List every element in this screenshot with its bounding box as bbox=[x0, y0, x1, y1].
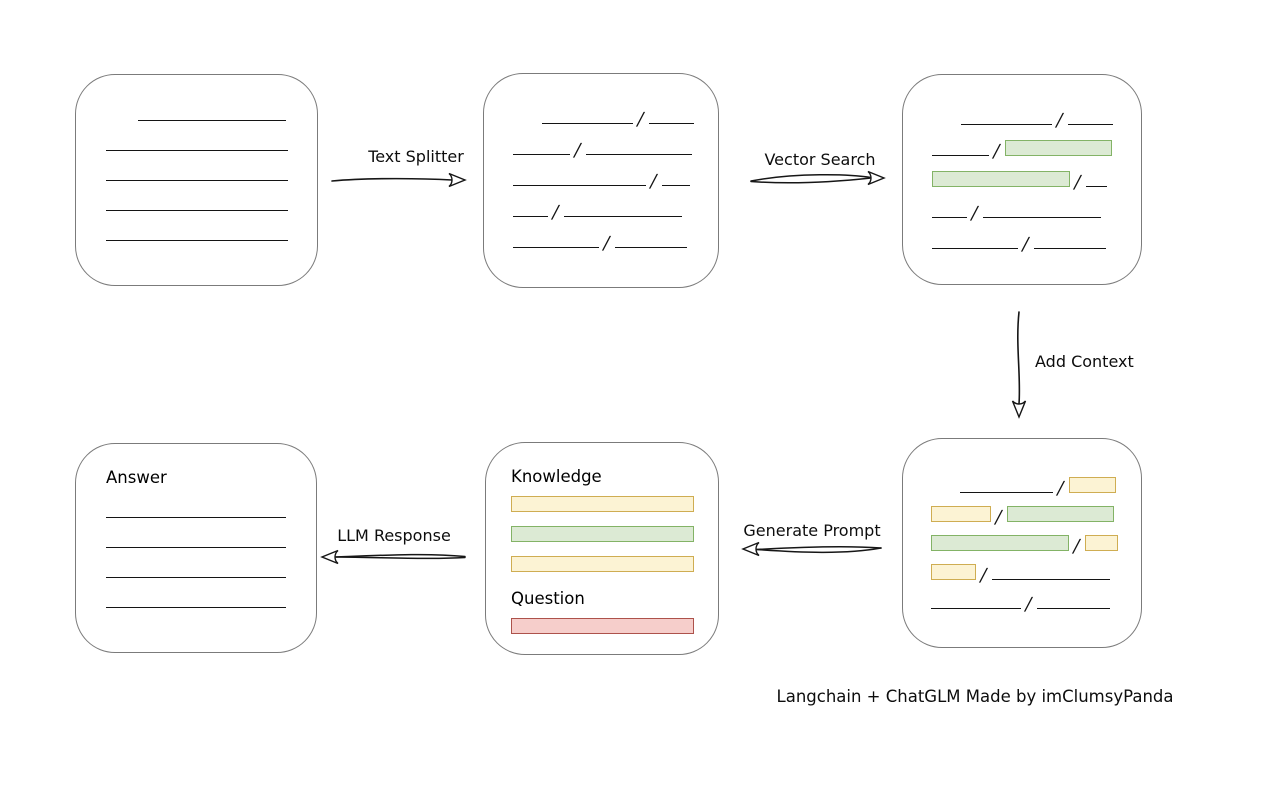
diagram-caption: Langchain + ChatGLM Made by imClumsyPand… bbox=[776, 687, 1174, 706]
text-line bbox=[615, 247, 688, 248]
text-line-row bbox=[106, 151, 317, 181]
text-line-row bbox=[106, 578, 316, 608]
text-line bbox=[106, 240, 288, 241]
chunk-row: / bbox=[513, 155, 718, 192]
slash-separator: / bbox=[1020, 234, 1031, 255]
text-line bbox=[513, 185, 646, 186]
text-line bbox=[106, 547, 286, 548]
text-line bbox=[992, 579, 1111, 580]
text-line bbox=[106, 517, 286, 518]
vector-search-label: Vector Search bbox=[764, 150, 876, 169]
generate-prompt-arrow bbox=[741, 541, 882, 557]
add-context-label: Add Context bbox=[1035, 352, 1134, 371]
chunk-row: / bbox=[931, 464, 1141, 499]
prompt-box-content: Knowledge Question bbox=[486, 443, 718, 634]
context-chunks-box: ///// bbox=[902, 438, 1142, 648]
yellow-highlight-chip bbox=[931, 564, 976, 580]
text-splitter-arrow bbox=[331, 172, 467, 188]
slash-separator: / bbox=[1023, 594, 1034, 615]
text-line bbox=[513, 154, 570, 155]
text-line bbox=[138, 120, 286, 121]
text-line bbox=[1034, 248, 1107, 249]
add-context-arrow bbox=[1011, 311, 1027, 419]
chunk-row: / bbox=[932, 187, 1141, 224]
vector-search-arrow bbox=[750, 170, 886, 186]
answer-box: Answer bbox=[75, 443, 317, 653]
text-line bbox=[513, 216, 548, 217]
chunk-row: / bbox=[931, 580, 1141, 615]
text-line bbox=[106, 210, 288, 211]
text-line-row bbox=[106, 91, 317, 121]
yellow-highlight-chip bbox=[1085, 535, 1119, 551]
generate-prompt-label: Generate Prompt bbox=[743, 521, 881, 540]
text-chunks-box: ///// bbox=[483, 73, 719, 288]
green-highlight-chip bbox=[1007, 506, 1115, 522]
chunk-row: / bbox=[931, 522, 1141, 557]
text-line bbox=[564, 216, 683, 217]
text-line-row bbox=[106, 488, 316, 518]
knowledge-bars bbox=[511, 496, 718, 572]
slash-separator: / bbox=[601, 233, 612, 254]
text-line bbox=[586, 154, 693, 155]
text-line bbox=[960, 492, 1053, 493]
text-line-row bbox=[106, 518, 316, 548]
chunk-row: / bbox=[932, 218, 1141, 255]
text-line-row bbox=[106, 121, 317, 151]
llm-response-arrow bbox=[320, 549, 466, 565]
llm-response-label: LLM Response bbox=[337, 526, 451, 545]
chunk-row: / bbox=[932, 156, 1141, 193]
text-line bbox=[1037, 608, 1111, 609]
text-line bbox=[649, 123, 695, 124]
text-line bbox=[931, 608, 1021, 609]
text-line bbox=[983, 217, 1102, 218]
document-text-lines bbox=[76, 75, 317, 241]
answer-box-content: Answer bbox=[76, 444, 316, 608]
yellow-highlight-chip bbox=[1069, 477, 1117, 493]
text-line bbox=[513, 247, 599, 248]
yellow-highlight-chip bbox=[931, 506, 991, 522]
answer-text-lines bbox=[106, 488, 316, 608]
text-line bbox=[932, 217, 967, 218]
source-document-box bbox=[75, 74, 318, 286]
text-line bbox=[1086, 186, 1108, 187]
chunk-row: / bbox=[932, 125, 1141, 162]
chunk-row: / bbox=[932, 94, 1141, 131]
green-highlight-chip bbox=[932, 171, 1070, 187]
green-highlight-chip bbox=[1005, 140, 1113, 156]
prompt-box: Knowledge Question bbox=[485, 442, 719, 655]
text-splitter-label: Text Splitter bbox=[368, 147, 464, 166]
chunk-rows: ///// bbox=[484, 74, 718, 254]
chunk-row: / bbox=[931, 551, 1141, 586]
green-highlight-chip bbox=[931, 535, 1069, 551]
context-chunk-rows: ///// bbox=[903, 439, 1141, 615]
text-line bbox=[106, 150, 288, 151]
text-line-row bbox=[106, 548, 316, 578]
question-bars bbox=[511, 618, 718, 634]
yellow-bar bbox=[511, 496, 694, 512]
text-line bbox=[662, 185, 691, 186]
text-line bbox=[961, 124, 1052, 125]
yellow-bar bbox=[511, 556, 694, 572]
answer-label: Answer bbox=[106, 468, 167, 487]
matched-chunk-rows: ///// bbox=[903, 75, 1141, 255]
chunk-row: / bbox=[513, 186, 718, 223]
text-line-row bbox=[106, 181, 317, 211]
knowledge-label: Knowledge bbox=[511, 467, 602, 486]
green-bar bbox=[511, 526, 694, 542]
text-line bbox=[106, 607, 286, 608]
chunk-row: / bbox=[931, 493, 1141, 528]
text-line bbox=[106, 180, 288, 181]
red-bar bbox=[511, 618, 694, 634]
text-line bbox=[1068, 124, 1114, 125]
text-line bbox=[932, 155, 989, 156]
chunk-row: / bbox=[513, 93, 718, 130]
text-line bbox=[932, 248, 1018, 249]
text-line bbox=[106, 577, 286, 578]
matched-chunks-box: ///// bbox=[902, 74, 1142, 285]
chunk-row: / bbox=[513, 217, 718, 254]
text-line-row bbox=[106, 211, 317, 241]
question-label: Question bbox=[511, 589, 585, 608]
text-line bbox=[542, 123, 633, 124]
chunk-row: / bbox=[513, 124, 718, 161]
